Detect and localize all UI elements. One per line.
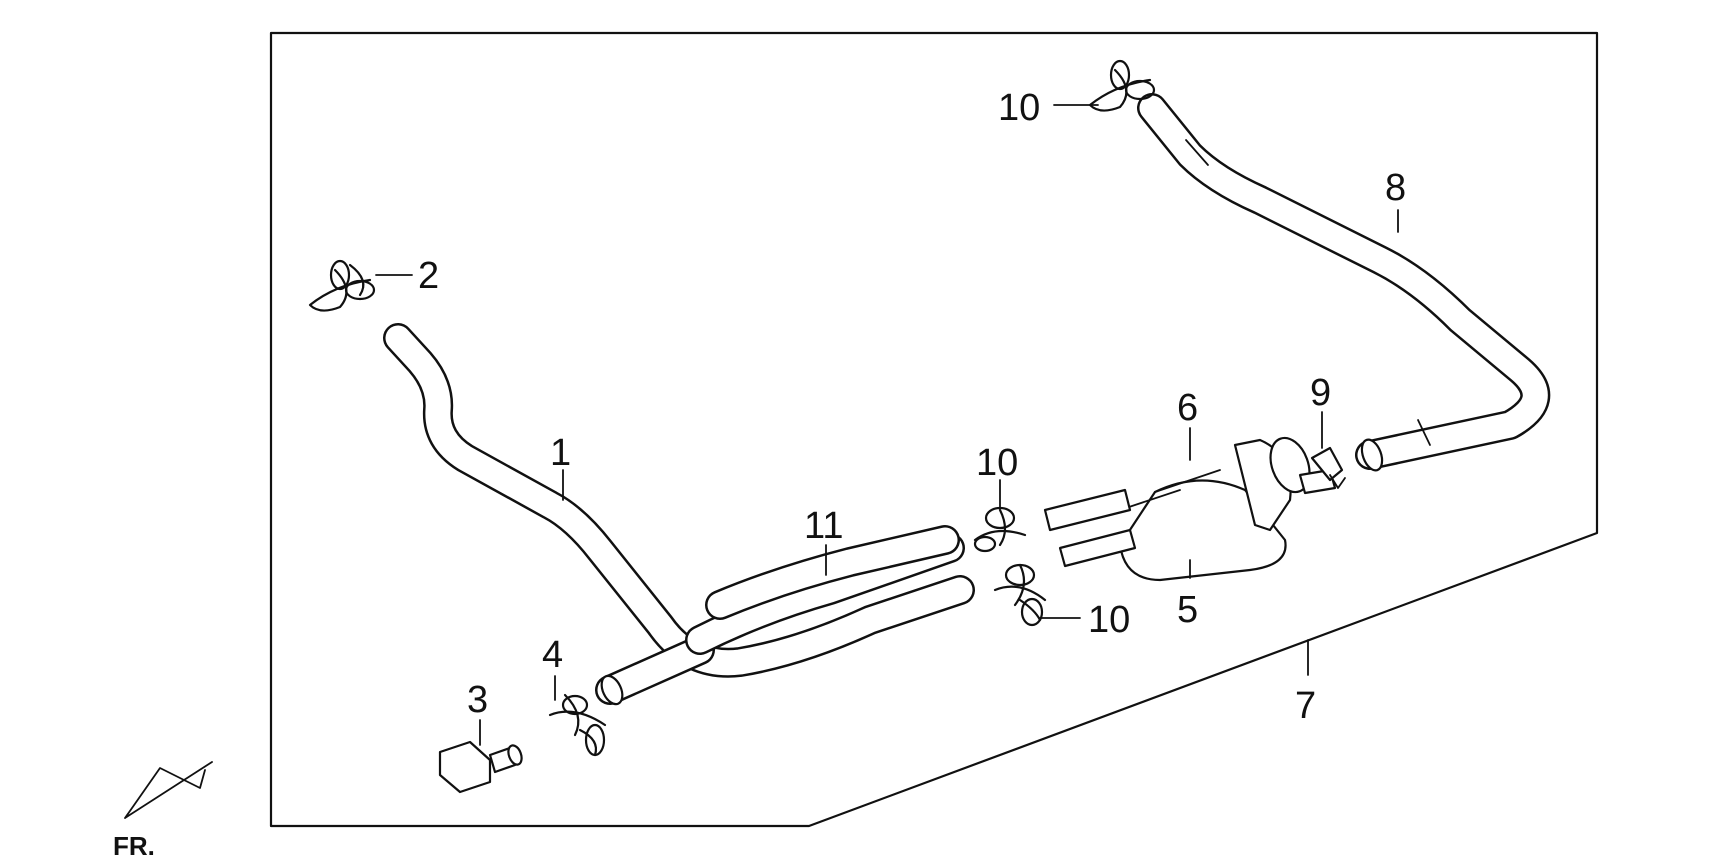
callout-2: 2 (418, 255, 439, 297)
callout-10-low: 10 (1088, 599, 1130, 641)
callout-10-mid: 10 (976, 442, 1018, 484)
callout-5: 5 (1177, 589, 1198, 631)
callout-8: 8 (1385, 167, 1406, 209)
hose-1 (383, 323, 975, 706)
fitting-9 (1310, 446, 1346, 489)
fuel-filter (1043, 436, 1337, 582)
front-label: FR. (113, 831, 155, 861)
callout-10-top: 10 (998, 87, 1040, 129)
hose-8 (1137, 93, 1551, 472)
hose-11 (685, 525, 965, 655)
connector-3 (438, 740, 523, 794)
clip-2 (308, 259, 376, 312)
assembly-frame (269, 31, 1599, 828)
callout-3: 3 (467, 679, 488, 721)
callout-6: 6 (1177, 387, 1198, 429)
callout-7: 7 (1295, 685, 1316, 727)
callout-11: 11 (804, 505, 843, 547)
callout-1: 1 (550, 432, 571, 474)
clip-10-low (993, 563, 1047, 627)
front-direction-indicator: FR. (113, 761, 213, 861)
clip-4 (548, 693, 607, 757)
clip-10-top (1088, 59, 1156, 112)
clip-10-mid (973, 506, 1027, 553)
leader-lines (375, 104, 1399, 746)
callout-4: 4 (542, 634, 563, 676)
callout-9: 9 (1310, 372, 1331, 414)
